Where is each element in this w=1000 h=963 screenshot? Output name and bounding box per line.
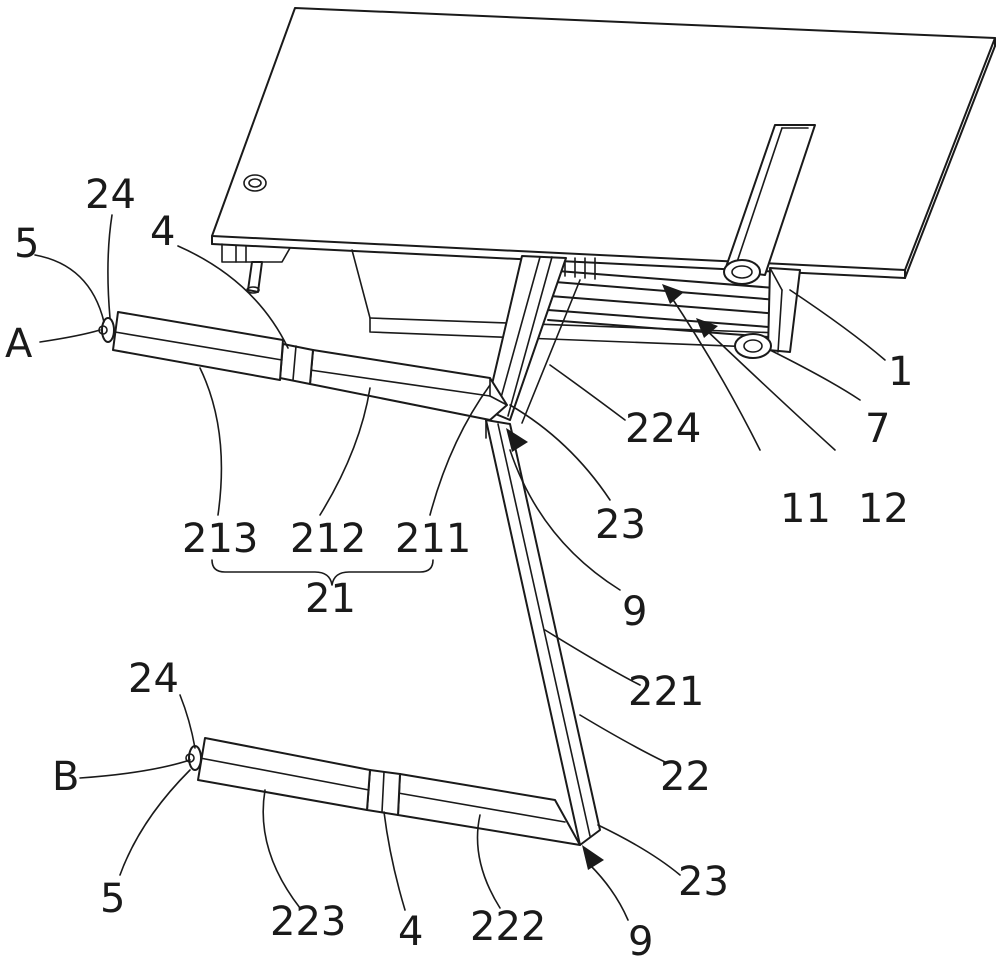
arrow-12 xyxy=(696,318,718,338)
lower-arm-22 xyxy=(186,420,600,845)
left-bracket xyxy=(222,244,290,293)
label-11: 11 xyxy=(780,486,831,532)
label-4-lower: 4 xyxy=(398,909,423,955)
label-24-upper: 24 xyxy=(85,172,136,218)
label-223: 223 xyxy=(270,899,346,945)
label-221: 221 xyxy=(628,669,704,715)
upper-arm-21 xyxy=(99,312,507,420)
label-9-lower: 9 xyxy=(628,919,653,963)
label-1: 1 xyxy=(888,349,913,395)
label-213: 213 xyxy=(182,516,258,562)
label-24-lower: 24 xyxy=(128,656,179,702)
part-1-block xyxy=(768,268,800,352)
mounting-plate xyxy=(212,8,995,278)
label-224: 224 xyxy=(625,406,701,452)
label-A: A xyxy=(5,321,33,367)
label-B: B xyxy=(52,754,79,800)
label-12: 12 xyxy=(858,486,909,532)
label-211: 211 xyxy=(395,516,471,562)
arrow-9-lower xyxy=(582,845,604,870)
label-21: 21 xyxy=(305,576,356,622)
label-7: 7 xyxy=(865,406,890,452)
label-22: 22 xyxy=(660,754,711,800)
label-4-upper: 4 xyxy=(150,209,175,255)
label-222: 222 xyxy=(470,904,546,950)
label-23-upper: 23 xyxy=(595,502,646,548)
label-5-upper: 5 xyxy=(14,221,39,267)
label-9-upper: 9 xyxy=(622,589,647,635)
label-212: 212 xyxy=(290,516,366,562)
label-23-lower: 23 xyxy=(678,859,729,905)
label-5-lower: 5 xyxy=(100,876,125,922)
